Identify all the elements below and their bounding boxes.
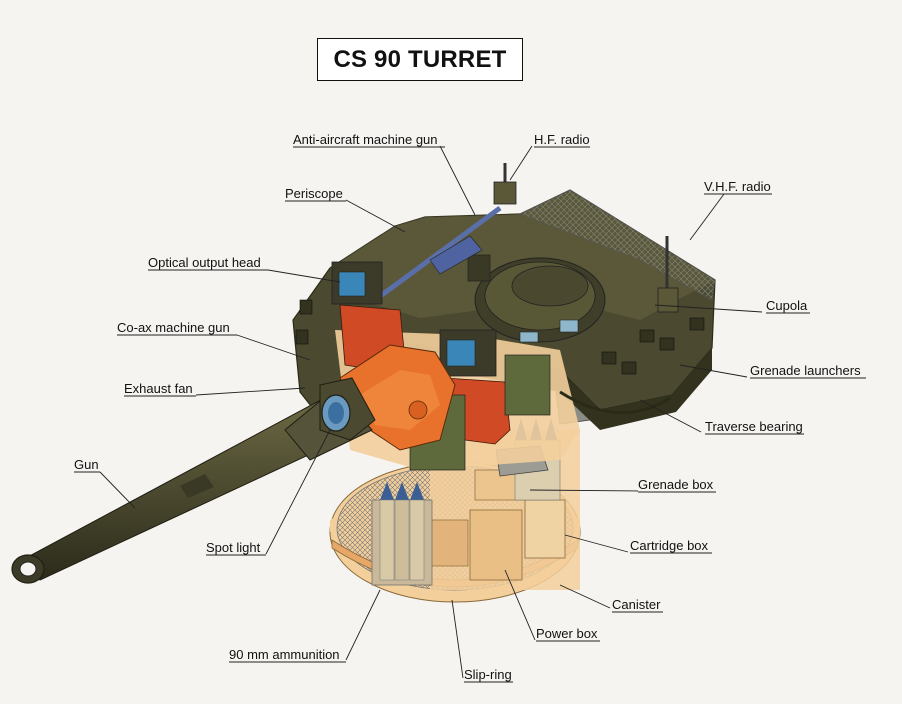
traverse-ring xyxy=(559,390,671,415)
label-grenade-box: Grenade box xyxy=(638,477,714,492)
main-gun xyxy=(11,377,376,584)
callout-labels: Anti-aircraft machine gun H.F. radio V.H… xyxy=(74,132,866,683)
label-grenade-launchers: Grenade launchers xyxy=(750,363,861,378)
cupola xyxy=(467,254,606,343)
power-box-shape xyxy=(469,509,523,581)
label-anti-aircraft-machine-gun: Anti-aircraft machine gun xyxy=(293,132,438,147)
label-slip-ring: Slip-ring xyxy=(464,667,512,682)
ammunition-rack xyxy=(371,482,433,586)
label-traverse-bearing: Traverse bearing xyxy=(705,419,803,434)
label-optical-output-head: Optical output head xyxy=(148,255,261,270)
leader-lines xyxy=(99,145,763,679)
label-periscope: Periscope xyxy=(285,186,343,201)
label-canister: Canister xyxy=(612,597,661,612)
label-cupola: Cupola xyxy=(766,298,808,313)
label-spot-light: Spot light xyxy=(206,540,261,555)
grenade-launcher-group xyxy=(295,299,705,375)
label-power-box: Power box xyxy=(536,626,598,641)
diagram-title: CS 90 TURRET xyxy=(333,45,507,73)
cartridge-box-shape xyxy=(524,499,566,559)
label-hf-radio: H.F. radio xyxy=(534,132,590,147)
label-exhaust-fan: Exhaust fan xyxy=(124,381,193,396)
label-vhf-radio: V.H.F. radio xyxy=(704,179,771,194)
label-90mm-ammunition: 90 mm ammunition xyxy=(229,647,340,662)
label-cartridge-box: Cartridge box xyxy=(630,538,709,553)
label-gun: Gun xyxy=(74,457,99,472)
label-co-ax-machine-gun: Co-ax machine gun xyxy=(117,320,230,335)
anti-aircraft-gun xyxy=(373,205,502,303)
title-box: CS 90 TURRET xyxy=(317,38,523,81)
